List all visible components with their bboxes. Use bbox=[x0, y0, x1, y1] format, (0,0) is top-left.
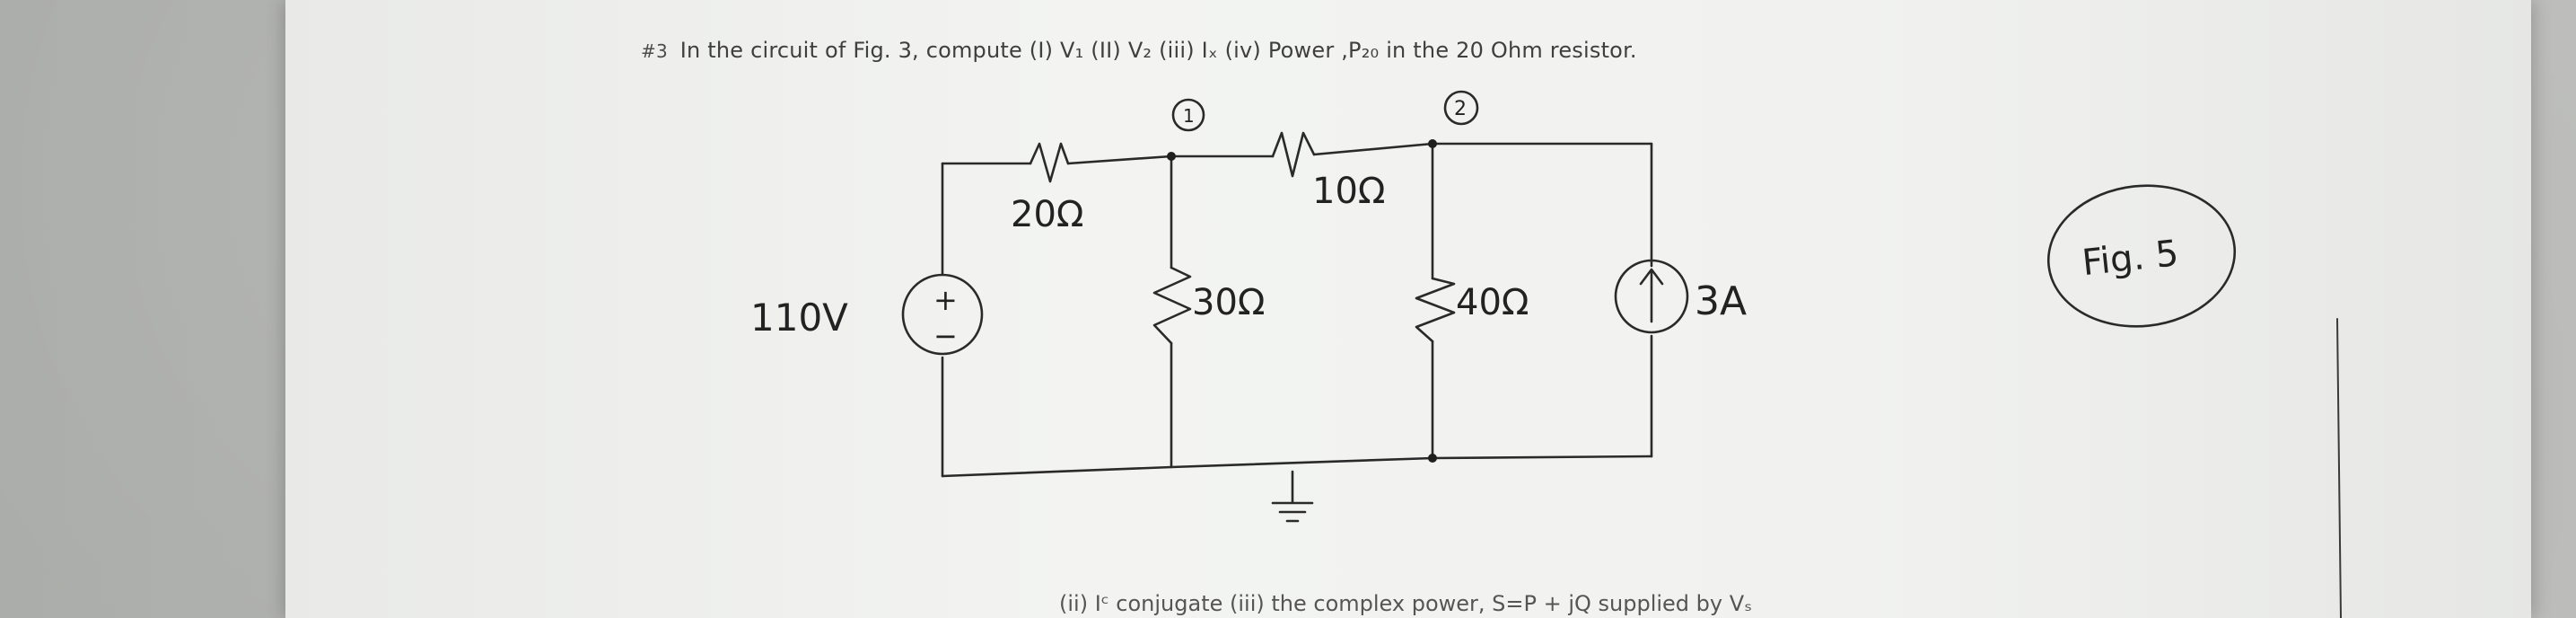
bottom-partial-text: (ii) Iᶜ conjugate (iii) the complex powe… bbox=[1059, 591, 1753, 616]
top-wire-right bbox=[1312, 142, 1653, 156]
resistor-10-zigzag bbox=[1271, 131, 1316, 178]
voltage-source-minus: − bbox=[933, 319, 958, 353]
voltage-source-label: 110V bbox=[750, 296, 848, 340]
figure-label-oval bbox=[2046, 184, 2237, 328]
problem-text: In the circuit of Fig. 3, compute (I) V₁… bbox=[679, 38, 1637, 63]
voltage-source-plus: + bbox=[933, 283, 958, 317]
junction-dot-node1 bbox=[1167, 152, 1176, 161]
node-2-circle bbox=[1443, 90, 1479, 126]
resistor-20-zigzag bbox=[1029, 142, 1070, 183]
paper-margin-line bbox=[2336, 318, 2342, 618]
figure-label: Fig. 5 bbox=[2081, 233, 2181, 284]
node-1-label: 1 bbox=[1183, 105, 1195, 127]
node-1-circle bbox=[1171, 98, 1205, 132]
resistor-10-label: 10Ω bbox=[1312, 171, 1385, 212]
resistor-30-label: 30Ω bbox=[1192, 282, 1265, 323]
node-2-label: 2 bbox=[1454, 98, 1467, 120]
problem-statement: #3 In the circuit of Fig. 3, compute (I)… bbox=[641, 38, 1637, 63]
ground-symbol bbox=[1271, 470, 1314, 523]
resistor-40-label: 40Ω bbox=[1456, 282, 1529, 323]
resistor-20-label: 20Ω bbox=[1011, 194, 1083, 235]
paper-sheet bbox=[285, 0, 2531, 618]
top-wire-mid-left bbox=[1066, 154, 1173, 165]
voltage-source-circle bbox=[901, 273, 984, 356]
current-source-circle bbox=[1614, 259, 1689, 334]
bottom-wire bbox=[941, 455, 1653, 478]
junction-dot-bottom bbox=[1428, 454, 1437, 463]
resistor-30-zigzag bbox=[1152, 266, 1192, 345]
current-source-label: 3A bbox=[1695, 278, 1747, 324]
problem-number: #3 bbox=[641, 40, 668, 62]
resistor-40-zigzag bbox=[1415, 277, 1456, 343]
current-source-arrow bbox=[1639, 268, 1664, 323]
junction-dot-node2 bbox=[1428, 139, 1437, 148]
